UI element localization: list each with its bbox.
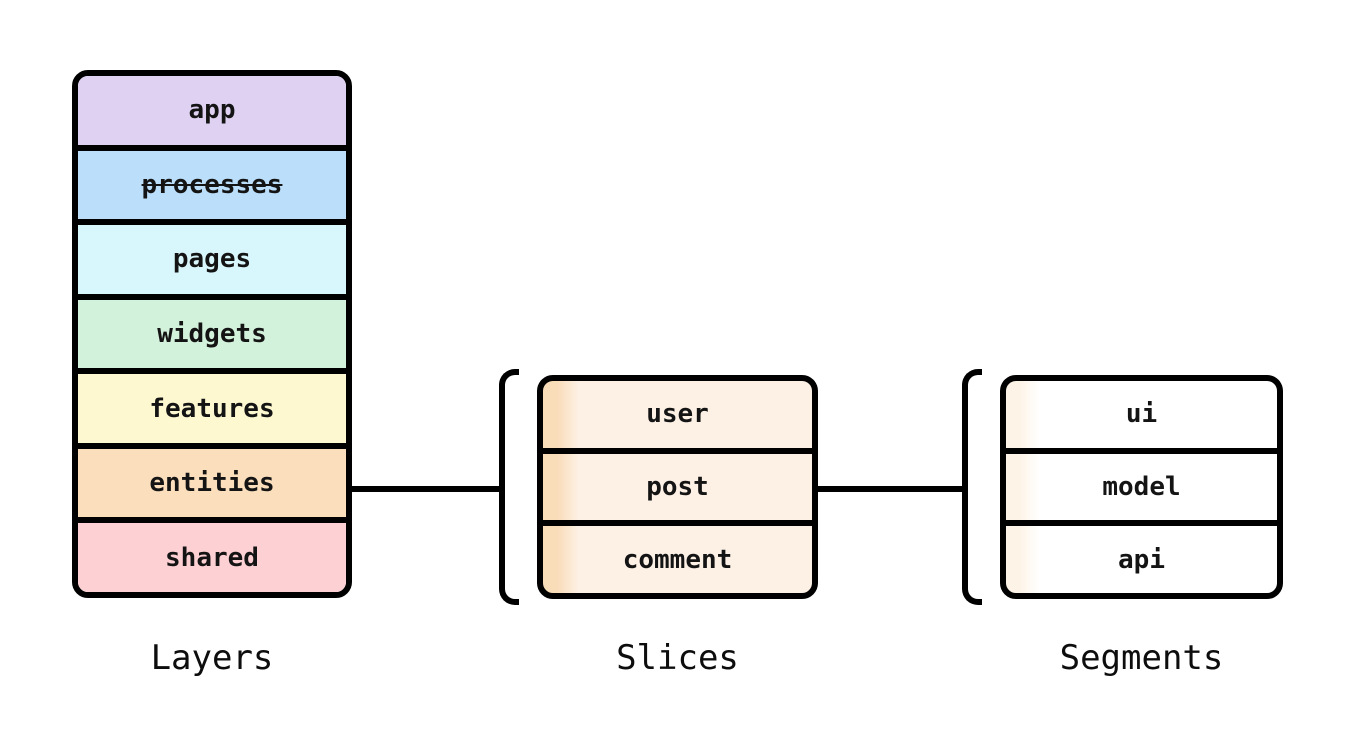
layer-row-label: features	[149, 393, 275, 424]
connector-layers-slices	[349, 486, 502, 492]
slice-row: user	[543, 381, 812, 448]
segment-row: model	[1006, 447, 1277, 521]
layer-row: processes	[78, 144, 346, 220]
layers-label: Layers	[150, 638, 274, 678]
layer-row-label: pages	[172, 244, 252, 275]
layer-row: shared	[78, 517, 346, 592]
slice-row-label: post	[646, 472, 709, 502]
segments-label: Segments	[1059, 638, 1224, 678]
layer-row-label: entities	[149, 468, 275, 499]
segments-bracket-icon	[962, 369, 982, 605]
layer-row: widgets	[78, 293, 346, 369]
slice-row: comment	[543, 520, 812, 593]
slice-row-label: user	[646, 399, 709, 430]
segment-row: ui	[1006, 381, 1277, 448]
layer-row: features	[78, 368, 346, 443]
segment-row-label: model	[1102, 472, 1181, 502]
slices-bracket-icon	[499, 369, 519, 605]
segment-row-label: ui	[1125, 399, 1158, 430]
segment-row: api	[1006, 520, 1277, 593]
connector-slices-segments	[815, 486, 965, 492]
segment-row-label: api	[1118, 544, 1165, 575]
segments-stack: ui model api	[1000, 375, 1283, 599]
slice-row-label: comment	[622, 544, 733, 575]
layer-row-label: app	[188, 95, 236, 126]
layer-row: entities	[78, 442, 346, 518]
layers-stack: app processes pages widgets features entities…	[72, 70, 352, 598]
slices-stack: user post comment	[537, 375, 818, 599]
slices-label: Slices	[616, 638, 739, 678]
slice-row: post	[543, 447, 812, 521]
layer-row: app	[78, 76, 346, 145]
layer-row: pages	[78, 219, 346, 294]
layer-row-label: widgets	[157, 319, 267, 350]
layer-row-label: shared	[165, 542, 259, 573]
layer-row-label: processes	[141, 169, 283, 200]
